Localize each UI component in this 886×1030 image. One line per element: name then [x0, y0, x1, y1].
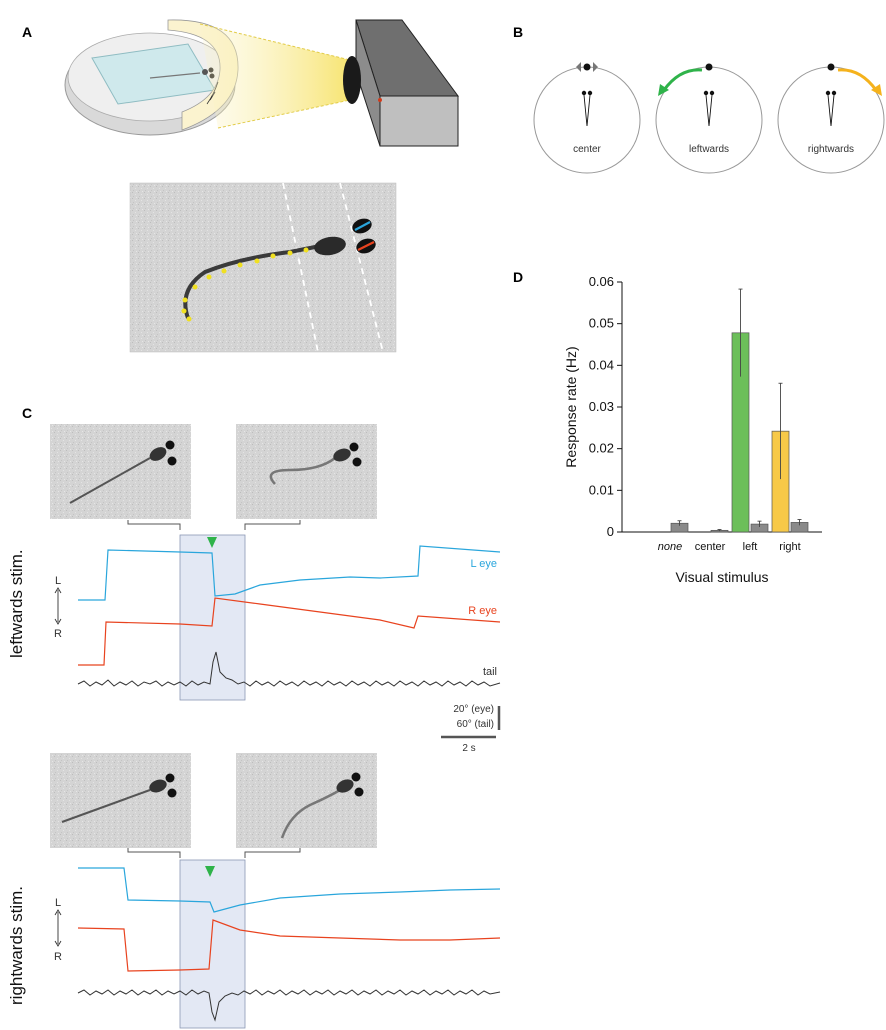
category-label: none: [658, 541, 682, 553]
trace-l-eye: [78, 867, 501, 913]
direction-label-bottom: R: [54, 628, 62, 640]
stimulus-label-leftwards: leftwards: [689, 144, 729, 155]
scalebar-time: 2 s: [462, 743, 475, 754]
label-l-eye: L eye: [470, 558, 497, 570]
trace-r-eye: [77, 919, 501, 972]
x-axis-label: Visual stimulus: [675, 569, 768, 585]
trace-tail: [77, 989, 501, 1022]
category-label: left: [743, 541, 758, 553]
direction-label-bottom: R: [54, 951, 62, 963]
snapshot-before-left: [50, 424, 191, 519]
trace-r-eye: [78, 597, 501, 666]
scalebar-tail: 60° (tail): [457, 719, 494, 730]
y-tick-label: 0.05: [589, 316, 614, 331]
panel-letter-a: A: [22, 24, 32, 40]
larva-icon: [149, 72, 201, 79]
trace-l-eye: [78, 545, 501, 601]
tail-tracking-points: [181, 247, 309, 322]
response-arrow-icon: [205, 866, 215, 877]
snapshot-before-right: [50, 753, 191, 848]
stimulus-label-center: center: [573, 144, 601, 155]
direction-label-top: L: [55, 897, 61, 909]
category-label: center: [695, 541, 726, 553]
snapshot-after-right: [236, 753, 377, 848]
light-beam: [200, 24, 350, 128]
label-r-eye: R eye: [468, 605, 497, 617]
panel-letter-d: D: [513, 269, 523, 285]
scalebar: 20° (eye) 60° (tail) 2 s: [441, 704, 501, 754]
stimulus-leftwards: leftwards: [655, 63, 763, 174]
stimulus-window: [179, 859, 246, 1029]
y-axis-label: Response rate (Hz): [563, 346, 579, 467]
trace-tail: [77, 651, 501, 687]
direction-label-top: L: [55, 575, 61, 587]
trial-leftwards: L eye R eye tail L R leftwards stim.: [7, 534, 501, 701]
y-tick-label: 0: [607, 524, 614, 539]
y-tick-label: 0.02: [589, 441, 614, 456]
stimulus-center: center: [533, 62, 641, 174]
direction-arrow-icon: [54, 587, 62, 625]
panel-letter-b: B: [513, 24, 523, 40]
trial-label-rightwards: rightwards stim.: [7, 886, 26, 1005]
right-eye-marker: [357, 241, 375, 251]
response-arrow-icon: [207, 537, 217, 548]
left-eye-marker: [354, 221, 371, 231]
projector-icon: [343, 19, 459, 147]
trial-rightwards: L R rightwards stim.: [7, 859, 501, 1029]
tracking-image: [129, 182, 397, 353]
stimulus-label-rightwards: rightwards: [808, 144, 854, 155]
trial-label-leftwards: leftwards stim.: [7, 549, 26, 658]
scalebar-eye: 20° (eye): [453, 704, 494, 715]
direction-arrow-icon: [54, 909, 62, 947]
stimulus-rightwards: rightwards: [777, 63, 885, 174]
panel-letter-c: C: [22, 405, 32, 421]
category-label: right: [779, 541, 800, 553]
snapshot-after-left: [236, 424, 377, 519]
y-tick-label: 0.03: [589, 399, 614, 414]
y-tick-label: 0.01: [589, 482, 614, 497]
y-tick-label: 0.04: [589, 357, 614, 372]
y-tick-label: 0.06: [589, 274, 614, 289]
label-tail: tail: [483, 666, 497, 678]
rig-illustration: [64, 19, 459, 147]
